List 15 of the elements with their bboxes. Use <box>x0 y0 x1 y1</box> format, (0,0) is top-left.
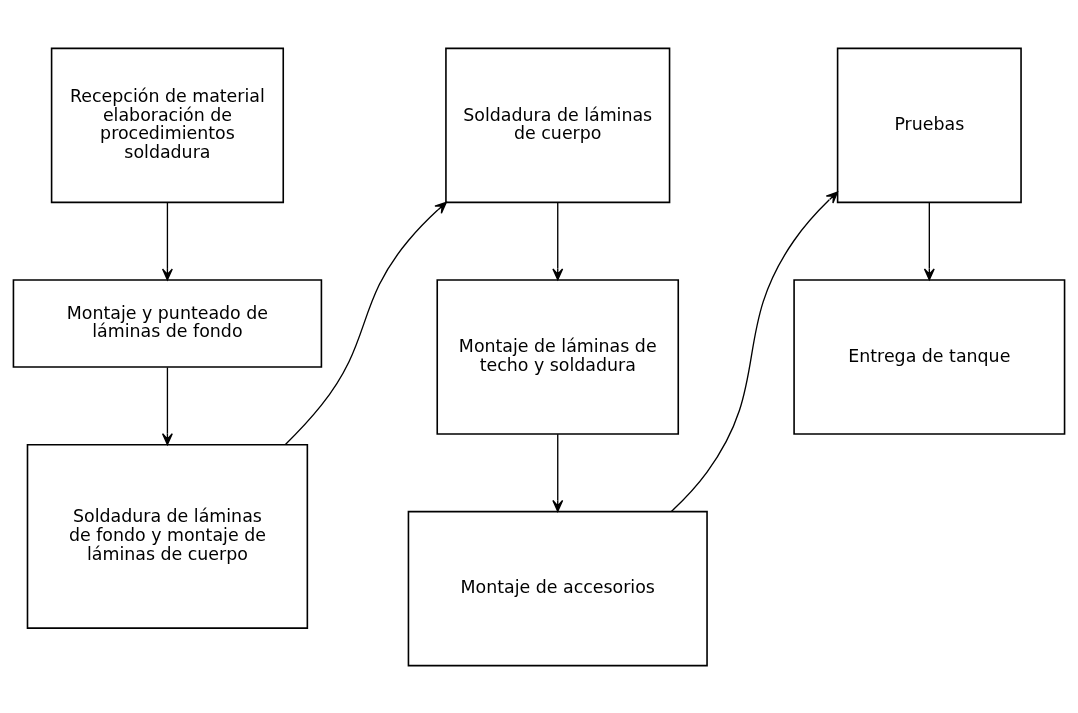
arrow <box>670 191 839 512</box>
node-box: Montaje de accesorios <box>407 510 708 666</box>
node-box: Montaje de láminas de techo y soldadura <box>436 278 680 435</box>
arrow <box>161 201 173 280</box>
arrow <box>161 366 173 445</box>
arrow <box>552 201 564 280</box>
node-box: Pruebas <box>836 47 1022 203</box>
node-box: Entrega de tanque <box>793 278 1066 435</box>
node-box: Soldadura de láminas de cuerpo <box>445 47 671 203</box>
node-box: Recepción de material elaboración de procedimientos soldadura <box>50 47 285 203</box>
arrow <box>284 201 447 445</box>
arrow <box>923 201 935 280</box>
arrow <box>552 432 564 512</box>
node-box: Soldadura de láminas de fondo y montaje de láminas de cuerpo <box>26 443 309 629</box>
node-box: Montaje y punteado de láminas de fondo <box>12 278 323 368</box>
